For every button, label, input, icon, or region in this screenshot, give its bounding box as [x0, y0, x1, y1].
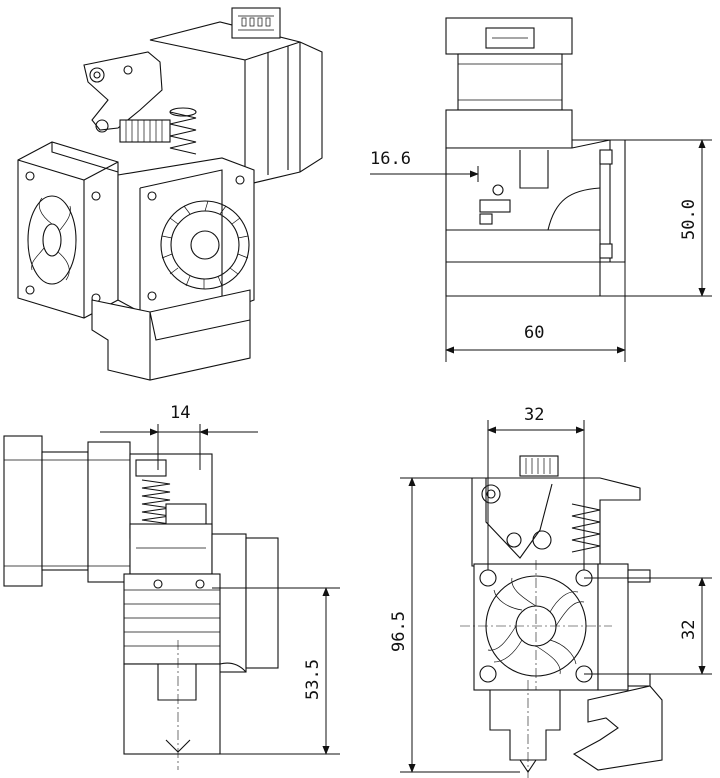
side-dim-offset-label: 16.6: [370, 149, 411, 169]
side-view: 16.6 50.0 60: [370, 17, 712, 362]
side-dim-height-label: 50.0: [679, 199, 699, 240]
side-extruder-body: [445, 139, 626, 297]
side-stepper-motor: [445, 17, 573, 149]
rear-dim-height: 53.5: [196, 587, 340, 755]
side-dim-height: 50.0: [572, 139, 712, 297]
iso-blower-fan: [117, 157, 255, 313]
rear-dim-top: 14: [100, 403, 258, 470]
iso-drive-gear: [119, 119, 171, 143]
rear-heatsink: [123, 573, 221, 665]
front-dim-fan: 32: [584, 577, 712, 675]
rear-view: 14 53.5: [3, 403, 340, 770]
rear-stepper-motor: [3, 435, 131, 587]
front-dim-width-label: 32: [524, 405, 544, 425]
iso-lower-duct: [91, 289, 251, 381]
side-dim-offset: 16.6: [370, 149, 479, 182]
front-duct-nozzle: [489, 680, 663, 778]
iso-spring: [169, 107, 197, 155]
front-dim-width: 32: [487, 405, 585, 570]
side-dim-width-label: 60: [524, 323, 544, 343]
side-dim-width: 60: [445, 262, 626, 362]
front-extruder-top: [471, 455, 641, 567]
iso-lever-arm: [83, 51, 163, 133]
iso-side-fan: [17, 141, 119, 319]
rear-extruder-body: [129, 453, 279, 673]
isometric-view: [17, 7, 323, 381]
rear-dim-height-label: 53.5: [303, 659, 323, 700]
front-dim-total-height-label: 96.5: [389, 611, 409, 652]
front-dim-total-height: 96.5: [389, 477, 520, 773]
rear-dim-top-label: 14: [170, 403, 190, 423]
front-view: 32 96.5 32: [389, 405, 712, 778]
front-dim-fan-label: 32: [679, 620, 699, 640]
iso-stepper-motor: [149, 7, 323, 186]
rear-hotend-duct: [123, 640, 247, 770]
front-fan: [460, 560, 651, 696]
